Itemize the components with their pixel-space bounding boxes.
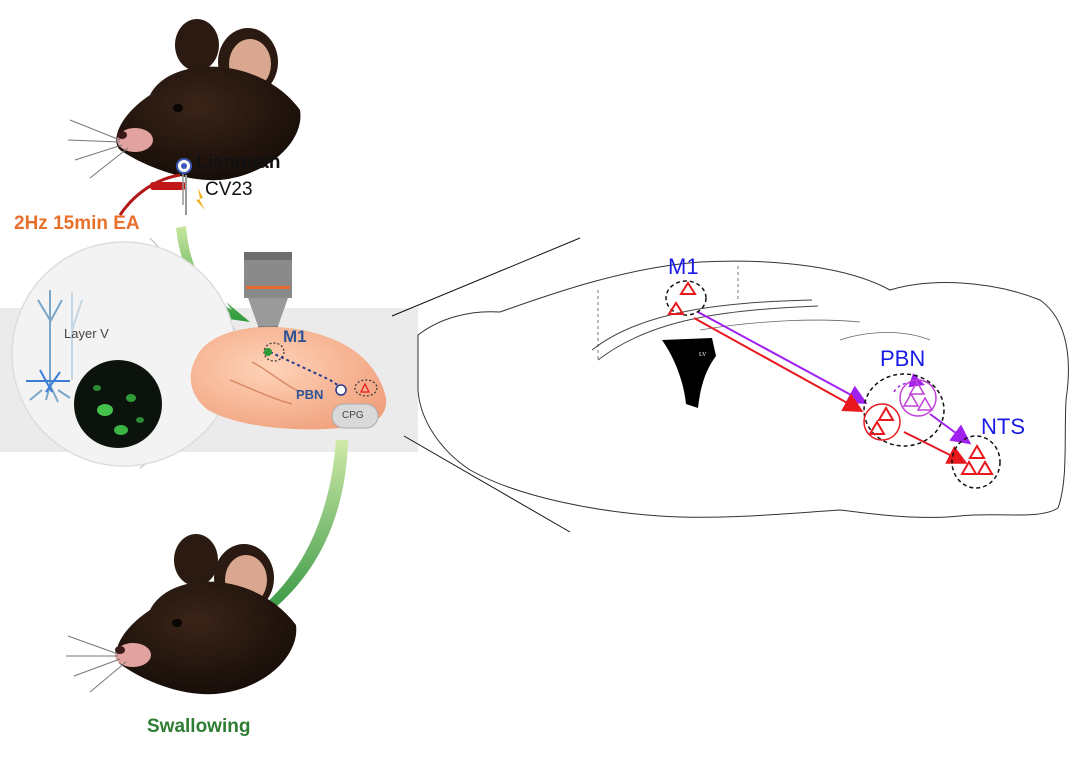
pbn-to-nts-red-arrow [903,431,968,464]
top-mouse [67,19,301,181]
m1-neuron-cluster [665,280,707,316]
zoom-line-top [391,237,581,317]
sagittal-nts-label: NTS [981,414,1025,439]
mouse-brain [190,326,387,430]
pbn-neuron-cluster [863,373,945,447]
lightning-icon [196,188,205,210]
m1-to-pbn-purple-arrow [697,311,868,404]
ea-protocol-label: 2Hz 15min EA [14,213,140,234]
acupoint-code-label: CV23 [205,179,253,200]
acupoint-marker [176,158,192,174]
inset-layer-label: Layer V [64,326,109,341]
nts-neuron-cluster [951,435,1001,489]
outcome-arrow [212,440,348,642]
brain-cpg-label: CPG [342,410,364,421]
m1-to-pbn-red-arrow [693,317,864,412]
outcome-label: Swallowing [147,716,251,737]
ea-electrodes [118,166,187,216]
acupoint-name-label: Lianquan [196,152,281,173]
brain-m1-label: M1 [283,327,307,346]
brain-pbn-label: PBN [296,387,324,402]
sagittal-brain-section [417,260,1069,518]
sagittal-pbn-label: PBN [880,346,926,371]
lateral-ventricle [662,338,716,408]
sagittal-m1-label: M1 [668,254,699,279]
zoom-line-bottom [403,435,571,533]
layer-v-inset [11,237,237,469]
bottom-mouse [66,534,297,695]
pbn-internal-arrow [893,373,925,393]
pbn-to-nts-purple-arrow [929,413,972,445]
